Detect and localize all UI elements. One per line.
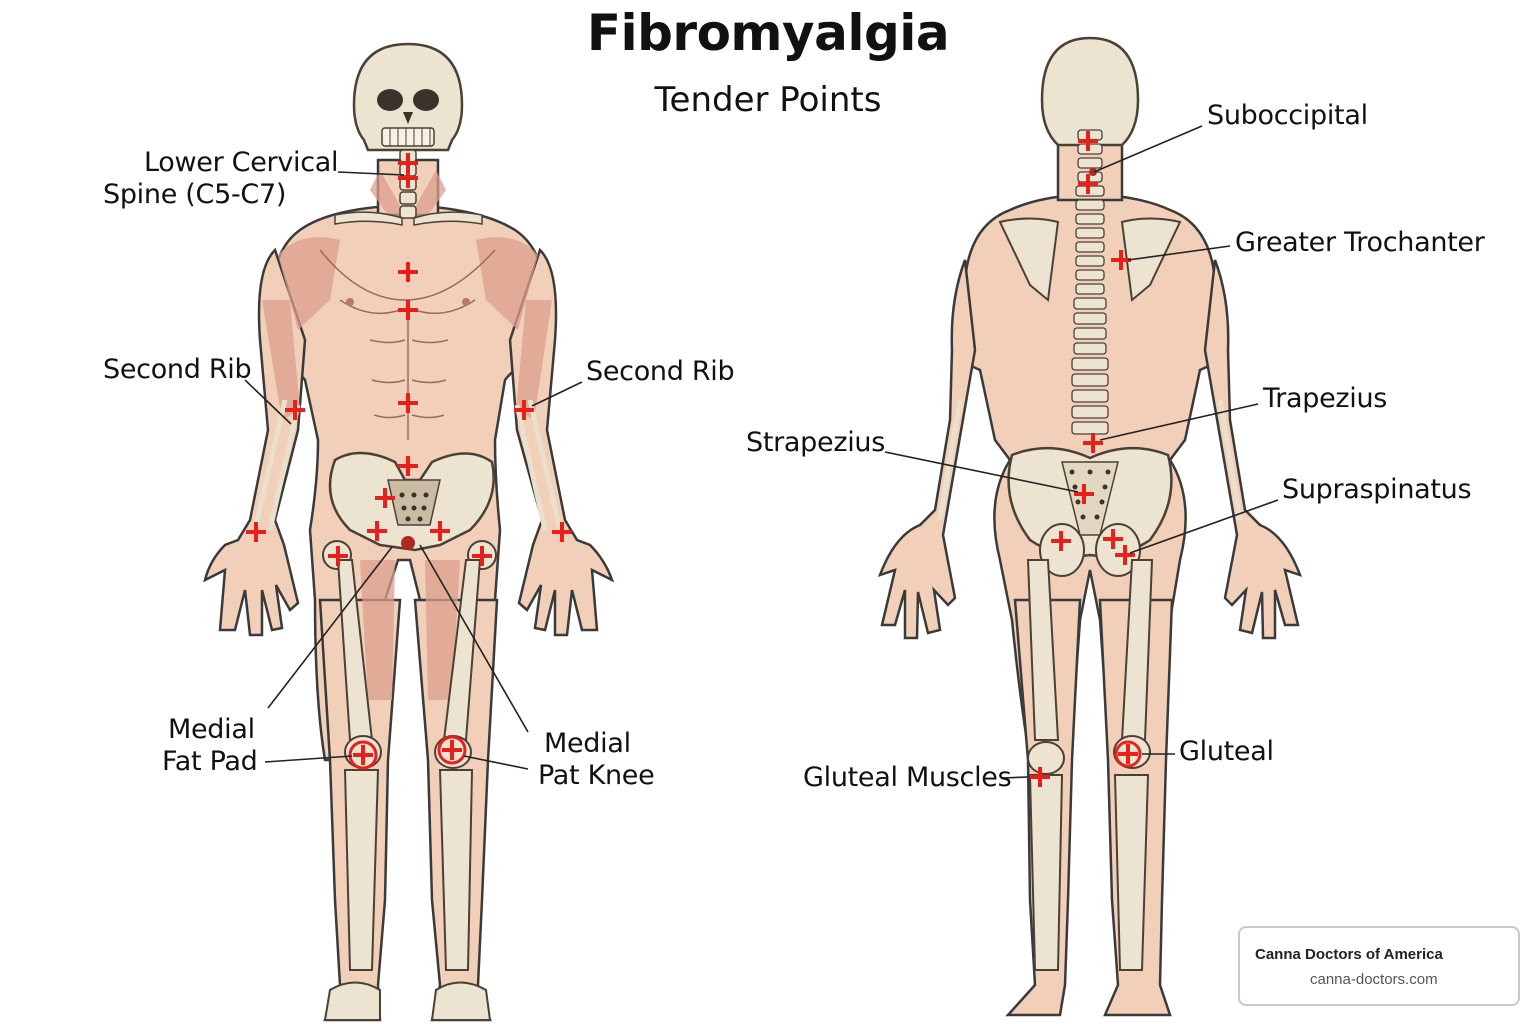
diagram-title: Fibromyalgia bbox=[586, 4, 950, 62]
branding-box: Canna Doctors of America canna-doctors.c… bbox=[1238, 926, 1520, 1006]
back-pelvis bbox=[1007, 447, 1173, 577]
back-tender-points bbox=[1028, 129, 1142, 789]
diagram-subtitle: Tender Points bbox=[654, 80, 882, 120]
label-second-rib-left: Second Rib bbox=[103, 354, 252, 385]
label-second-rib-right: Second Rib bbox=[586, 356, 735, 387]
label-suboccipital: Suboccipital bbox=[1207, 100, 1368, 131]
front-pelvis bbox=[328, 451, 495, 552]
back-body-figure bbox=[877, 36, 1303, 1017]
label-greater-trochanter: Greater Trochanter bbox=[1235, 227, 1485, 258]
label-supraspinatus: Supraspinatus bbox=[1282, 474, 1472, 505]
front-skull bbox=[352, 42, 464, 152]
label-trapezius: Trapezius bbox=[1263, 383, 1388, 414]
label-medial-pat-knee-line1: Medial bbox=[544, 728, 631, 759]
leader-lines bbox=[244, 125, 1279, 779]
label-lower-cervical-line1: Lower Cervical bbox=[144, 147, 339, 178]
brand-name: Canna Doctors of America bbox=[1255, 946, 1443, 963]
label-medial-pat-knee-line2: Pat Knee bbox=[538, 760, 655, 791]
label-gluteal-muscles: Gluteal Muscles bbox=[803, 762, 1012, 793]
back-spine bbox=[1071, 129, 1109, 435]
label-medial-fat-pad-line1: Medial bbox=[168, 714, 255, 745]
label-strapezius: Strapezius bbox=[746, 427, 885, 458]
front-tender-points bbox=[244, 151, 574, 770]
label-medial-fat-pad-line2: Fat Pad bbox=[162, 746, 258, 777]
label-gluteal: Gluteal bbox=[1179, 736, 1274, 767]
brand-url: canna-doctors.com bbox=[1310, 971, 1438, 988]
label-lower-cervical-line2: Spine (C5-C7) bbox=[103, 179, 287, 210]
